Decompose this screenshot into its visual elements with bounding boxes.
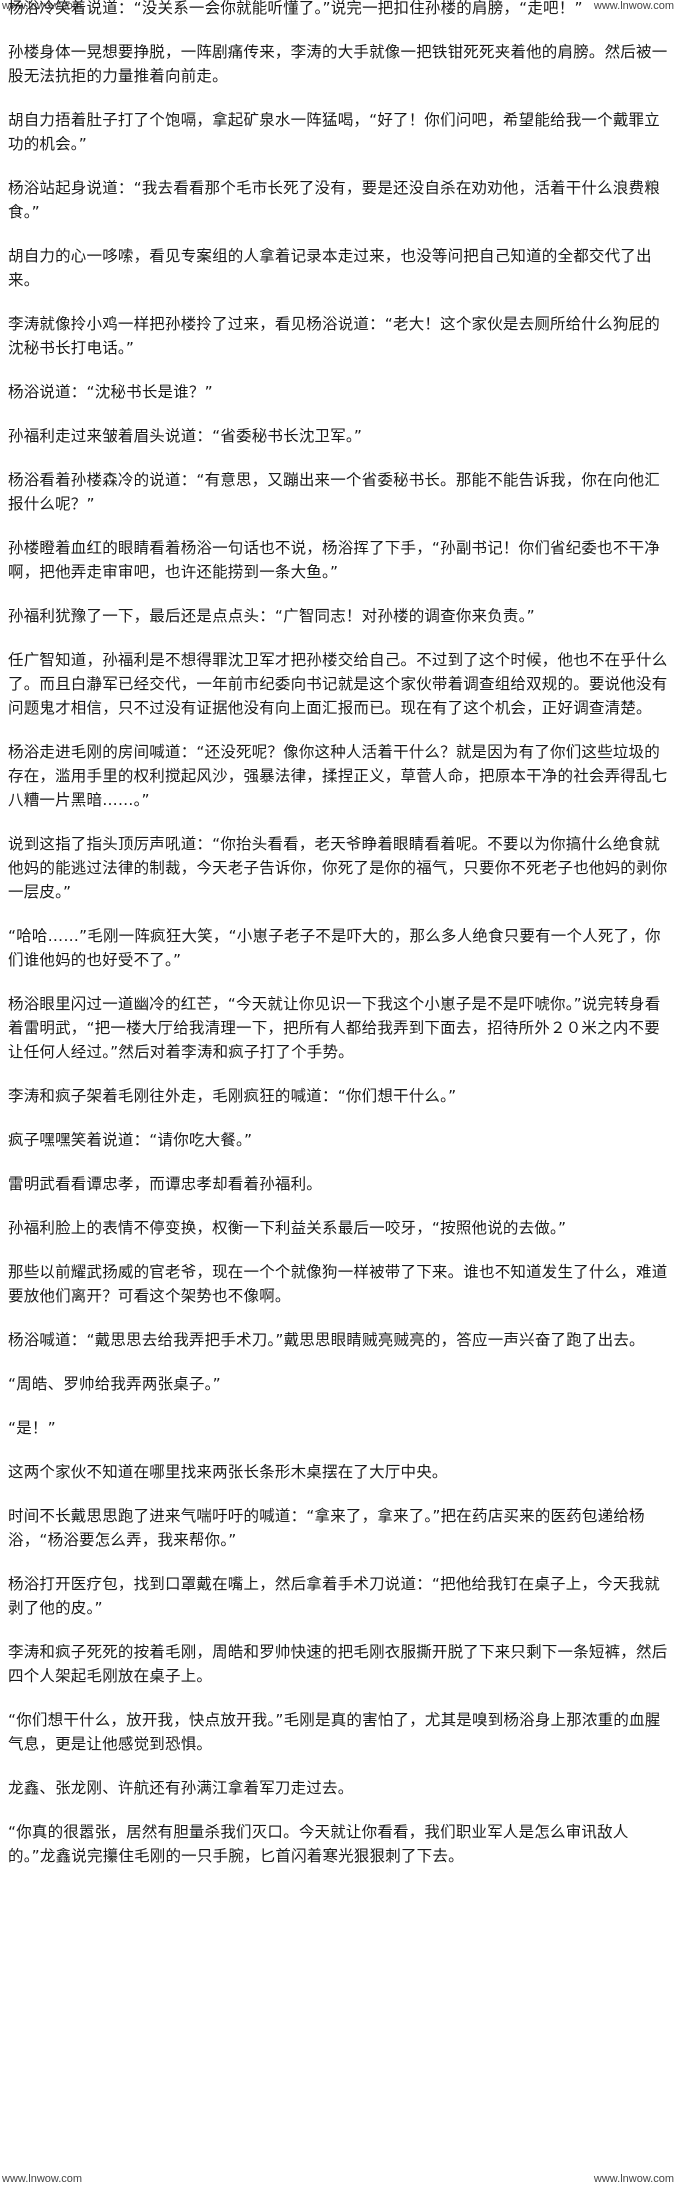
paragraph: 杨浴说道：“沈秘书长是谁？”: [8, 383, 213, 401]
paragraph: 李涛和疯子架着毛刚往外走，毛刚疯狂的喊道：“你们想干什么。”: [8, 1087, 457, 1105]
paragraph: “是！”: [8, 1419, 56, 1437]
paragraph: 杨浴走进毛刚的房间喊道：“还没死呢？像你这种人活着干什么？就是因为有了你们这些垃…: [8, 743, 668, 809]
watermark-top-left: www.lnwow.com: [2, 0, 83, 12]
paragraph: 这两个家伙不知道在哪里找来两张长条形木桌摆在了大厅中央。: [8, 1463, 448, 1481]
paragraph: 龙鑫、张龙刚、许航还有孙满江拿着军刀走过去。: [8, 1779, 354, 1797]
paragraph: “周皓、罗帅给我弄两张桌子。”: [8, 1375, 221, 1393]
paragraph: 胡自力的心一哆嗦，看见专案组的人拿着记录本走过来，也没等问把自己知道的全都交代了…: [8, 247, 652, 289]
watermark-bottom-right: www.lnwow.com: [593, 2173, 674, 2185]
paragraph: 杨浴站起身说道：“我去看看那个毛市长死了没有，要是还没自杀在劝劝他，活着干什么浪…: [8, 179, 660, 221]
paragraph: 胡自力捂着肚子打了个饱嗝，拿起矿泉水一阵猛喝，“好了！你们问吧，希望能给我一个戴…: [8, 111, 660, 153]
paragraph: 孙福利脸上的表情不停变换，权衡一下利益关系最后一咬牙，“按照他说的去做。”: [8, 1219, 567, 1237]
paragraph: 杨浴看着孙楼森冷的说道：“有意思，又蹦出来一个省委秘书长。那能不能告诉我，你在向…: [8, 471, 660, 513]
paragraph: 杨浴打开医疗包，找到口罩戴在嘴上，然后拿着手术刀说道：“把他给我钉在桌子上，今天…: [8, 1575, 660, 1617]
paragraph: 孙福利走过来皱着眉头说道：“省委秘书长沈卫军。”: [8, 427, 363, 445]
paragraph: “你们想干什么，放开我，快点放开我。”毛刚是真的害怕了，尤其是嗅到杨浴身上那浓重…: [8, 1711, 661, 1753]
paragraph: 那些以前耀武扬威的官老爷，现在一个个就像狗一样被带了下来。谁也不知道发生了什么，…: [8, 1263, 668, 1305]
paragraph: 任广智知道，孙福利是不想得罪沈卫军才把孙楼交给自己。不过到了这个时候，他也不在乎…: [8, 651, 668, 717]
watermark-bottom-left: www.lnwow.com: [2, 2173, 83, 2185]
watermark-top-right: www.lnwow.com: [593, 0, 674, 12]
paragraph: 疯子嘿嘿笑着说道：“请你吃大餐。”: [8, 1131, 253, 1149]
paragraph: 李涛和疯子死死的按着毛刚，周皓和罗帅快速的把毛刚衣服撕开脱了下来只剩下一条短裤，…: [8, 1643, 668, 1685]
paragraph: 雷明武看看谭忠孝，而谭忠孝却看着孙福利。: [8, 1175, 323, 1193]
paragraph: 说到这指了指头顶厉声吼道：“你抬头看看，老天爷睁着眼睛看着呢。不要以为你搞什么绝…: [8, 835, 668, 901]
paragraph: 时间不长戴思思跑了进来气喘吁吁的喊道：“拿来了，拿来了。”把在药店买来的医药包递…: [8, 1507, 645, 1549]
paragraph: 孙楼身体一晃想要挣脱，一阵剧痛传来，李涛的大手就像一把铁钳死死夹着他的肩膀。然后…: [8, 43, 668, 85]
paragraph: “哈哈……”毛刚一阵疯狂大笑，“小崽子老子不是吓大的，那么多人绝食只要有一个人死…: [8, 927, 661, 969]
article-body: 杨浴冷笑着说道：“没关系一会你就能听懂了。”说完一把扣住孙楼的肩膀，“走吧！” …: [8, 0, 672, 1888]
paragraph: 李涛就像拎小鸡一样把孙楼拎了过来，看见杨浴说道：“老大！这个家伙是去厕所给什么狗…: [8, 315, 660, 357]
paragraph: 杨浴冷笑着说道：“没关系一会你就能听懂了。”说完一把扣住孙楼的肩膀，“走吧！”: [8, 0, 583, 17]
paragraph: 杨浴眼里闪过一道幽冷的红芒，“今天就让你见识一下我这个小崽子是不是吓唬你。”说完…: [8, 995, 661, 1061]
paragraph: 杨浴喊道：“戴思思去给我弄把手术刀。”戴思思眼睛贼亮贼亮的，答应一声兴奋了跑了出…: [8, 1331, 645, 1349]
paragraph: 孙福利犹豫了一下，最后还是点点头：“广智同志！对孙楼的调查你来负责。”: [8, 607, 535, 625]
paragraph: “你真的很嚣张，居然有胆量杀我们灭口。今天就让你看看，我们职业军人是怎么审讯敌人…: [8, 1823, 629, 1865]
paragraph: 孙楼瞪着血红的眼睛看着杨浴一句话也不说，杨浴挥了下手，“孙副书记！你们省纪委也不…: [8, 539, 660, 581]
